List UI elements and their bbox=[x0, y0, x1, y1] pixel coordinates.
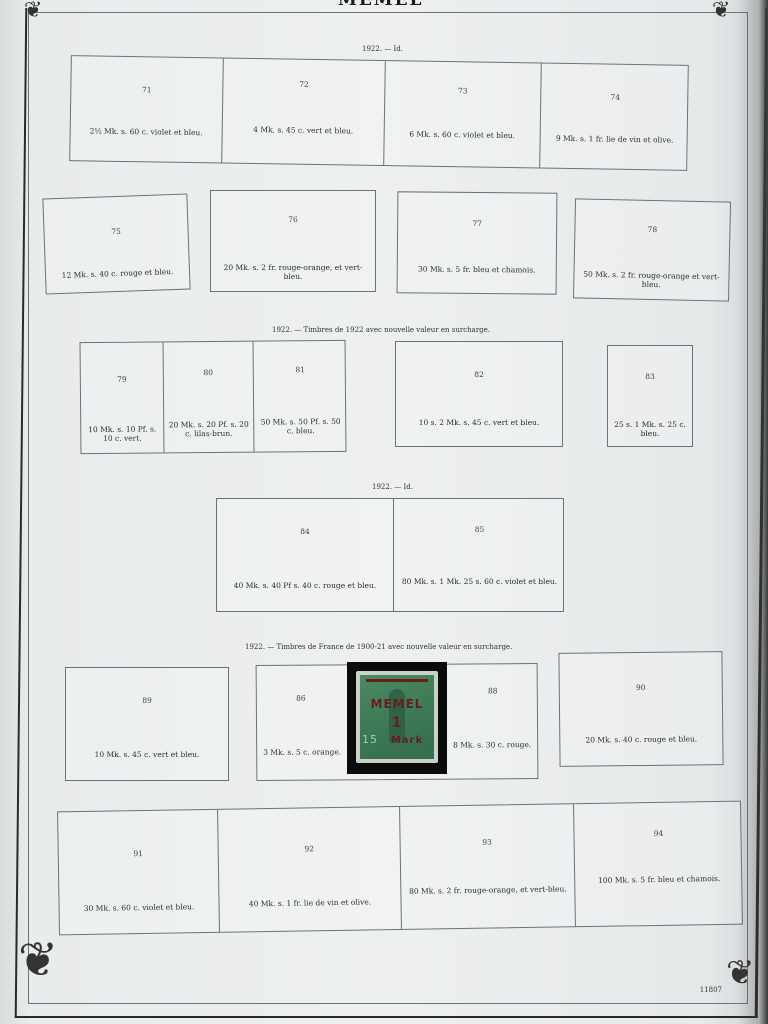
corner-ornament-bottom-right-icon: ❦ bbox=[726, 953, 755, 993]
stamp-space: 77 30 Mk. s. 5 fr. bleu et chamois. bbox=[396, 191, 558, 295]
section-header: 1922. — Id. bbox=[362, 45, 403, 53]
stamp-space: 75 12 Mk. s. 40 c. rouge et bleu. bbox=[42, 193, 191, 295]
catalog-number: 86 bbox=[296, 693, 306, 703]
sower-figure-icon bbox=[389, 689, 405, 743]
section-header: 1922. — Id. bbox=[372, 483, 413, 491]
stamp-description: 50 Mk. s. 2 fr. rouge-orange et vert-ble… bbox=[583, 269, 720, 290]
catalog-number: 80 bbox=[203, 367, 214, 378]
stamp-description: 20 Mk. s. 20 Pf. s. 20 c. lilas-brun. bbox=[168, 419, 249, 439]
stamp-space: 82 10 s. 2 Mk. s. 45 c. vert et bleu. bbox=[395, 341, 563, 447]
catalog-number: 82 bbox=[474, 370, 484, 379]
stamp-description: 25 s. 1 Mk. s. 25 c. bleu. bbox=[614, 420, 686, 438]
stamp-space: 71 2½ Mk. s. 60 c. violet et bleu. bbox=[70, 56, 224, 163]
catalog-number: 79 bbox=[117, 374, 127, 384]
stamp-description: 12 Mk. s. 40 c. rouge et bleu. bbox=[61, 267, 174, 280]
stamp-description: 20 Mk. s. 2 fr. rouge-orange, et vert-bl… bbox=[223, 263, 363, 281]
stamp-description: 9 Mk. s. 1 fr. lie de vin et olive. bbox=[555, 133, 674, 145]
stamp-description: 80 Mk. s. 1 Mk. 25 s. 60 c. violet et bl… bbox=[401, 577, 558, 586]
stamp-space: 84 40 Mk. s. 40 Pf s. 40 c. rouge et ble… bbox=[217, 499, 394, 611]
stamp-space: 73 6 Mk. s. 60 c. violet et bleu. bbox=[384, 61, 542, 168]
stamp-description: 10 s. 2 Mk. s. 45 c. vert et bleu. bbox=[418, 418, 540, 427]
stamp-description: 10 Mk. s. 10 Pf. s. 10 c. vert. bbox=[88, 424, 157, 443]
corner-ornament-top-right-icon: ❦ bbox=[712, 0, 731, 23]
catalog-number: 89 bbox=[142, 696, 152, 705]
catalog-number: 76 bbox=[288, 215, 298, 224]
stamp-description: 4 Mk. s. 45 c. vert et bleu. bbox=[253, 125, 354, 136]
stamp-space: 94 100 Mk. s. 5 fr. bleu et chamois. bbox=[574, 802, 744, 927]
stamp-strip: 79 10 Mk. s. 10 Pf. s. 10 c. vert. 80 20… bbox=[79, 339, 348, 455]
stamp-design: MEMEL 1 Mark 15 bbox=[360, 675, 434, 759]
catalog-number: 74 bbox=[610, 92, 621, 102]
stamp-space: 89 10 Mk. s. 45 c. vert et bleu. bbox=[65, 667, 229, 781]
overprint-value: 1 bbox=[391, 715, 403, 731]
stamp-space: 81 50 Mk. s. 50 Pf. s. 50 c. bleu. bbox=[254, 341, 348, 452]
stamp-strip: 71 2½ Mk. s. 60 c. violet et bleu. 72 4 … bbox=[69, 55, 689, 171]
stamp-space: 78 50 Mk. s. 2 fr. rouge-orange et vert-… bbox=[572, 198, 732, 302]
stamp-face-value: 15 bbox=[362, 733, 378, 746]
catalog-number: 81 bbox=[295, 365, 306, 375]
catalog-number: 77 bbox=[472, 218, 482, 229]
catalog-number: 84 bbox=[300, 527, 310, 536]
stamp-space: 85 80 Mk. s. 1 Mk. 25 s. 60 c. violet et… bbox=[394, 499, 565, 611]
section-header: 1922. — Timbres de France de 1900-21 ave… bbox=[245, 643, 513, 651]
corner-ornament-bottom-left-icon: ❦ bbox=[18, 932, 59, 988]
catalog-number: 92 bbox=[304, 844, 315, 854]
stamp-description: 100 Mk. s. 5 fr. bleu et chamois. bbox=[598, 873, 721, 885]
overprint-unit: Mark bbox=[390, 735, 424, 746]
stamp-space: 83 25 s. 1 Mk. s. 25 c. bleu. bbox=[607, 345, 693, 447]
catalog-number: 78 bbox=[647, 224, 658, 235]
catalog-number: 93 bbox=[482, 837, 492, 847]
catalog-number: 83 bbox=[645, 372, 655, 381]
stamp-description: 40 Mk. s. 40 Pf s. 40 c. rouge et bleu. bbox=[233, 581, 377, 590]
catalog-number: 85 bbox=[474, 525, 485, 534]
stamp-space: 93 80 Mk. s. 2 fr. rouge-orange, et vert… bbox=[400, 804, 576, 929]
stamp-space: 79 10 Mk. s. 10 Pf. s. 10 c. vert. bbox=[80, 342, 165, 454]
stamp-description: 3 Mk. s. 5 c. orange. bbox=[263, 747, 342, 757]
stamp-description: 80 Mk. s. 2 fr. rouge-orange, et vert-bl… bbox=[408, 884, 567, 896]
stamp-description: 50 Mk. s. 50 Pf. s. 50 c. bleu. bbox=[260, 416, 341, 436]
catalog-number: 75 bbox=[111, 226, 121, 237]
catalog-number: 88 bbox=[487, 686, 498, 696]
stamp-description: 30 Mk. s. 5 fr. bleu et chamois. bbox=[417, 264, 536, 275]
stamp-description: 8 Mk. s. 30 c. rouge. bbox=[453, 740, 532, 750]
overprint-bar bbox=[366, 679, 428, 682]
stamp-strip: 91 30 Mk. s. 60 c. violet et bleu. 92 40… bbox=[57, 800, 744, 936]
stamp-description: 40 Mk. s. 1 fr. lie de vin et olive. bbox=[248, 897, 372, 909]
page-number: 11807 bbox=[699, 986, 722, 994]
stamp-description: 10 Mk. s. 45 c. vert et bleu. bbox=[94, 750, 200, 759]
corner-ornament-top-left-icon: ❦ bbox=[24, 0, 43, 23]
stamp-description: 20 Mk. s. 40 c. rouge et bleu. bbox=[585, 734, 698, 745]
stamp-space: 92 40 Mk. s. 1 fr. lie de vin et olive. bbox=[218, 806, 402, 932]
stamp-space: 72 4 Mk. s. 45 c. vert et bleu. bbox=[222, 58, 386, 166]
overprint-text: MEMEL bbox=[370, 697, 424, 711]
catalog-number: 94 bbox=[653, 828, 664, 839]
stamp-description: 6 Mk. s. 60 c. violet et bleu. bbox=[409, 129, 516, 141]
stamp-space: 90 20 Mk. s. 40 c. rouge et bleu. bbox=[558, 651, 724, 767]
catalog-number: 91 bbox=[133, 849, 144, 859]
stamp-strip: 84 40 Mk. s. 40 Pf s. 40 c. rouge et ble… bbox=[216, 498, 564, 612]
stamp-space: 76 20 Mk. s. 2 fr. rouge-orange, et vert… bbox=[210, 190, 376, 292]
stamp-description: 2½ Mk. s. 60 c. violet et bleu. bbox=[89, 126, 203, 138]
catalog-number: 71 bbox=[141, 85, 152, 95]
mounted-stamp: MEMEL 1 Mark 15 bbox=[347, 662, 447, 774]
catalog-number: 73 bbox=[458, 86, 468, 96]
catalog-number: 72 bbox=[299, 79, 309, 89]
country-title: MEMEL bbox=[338, 0, 424, 10]
stamp-description: 30 Mk. s. 60 c. violet et bleu. bbox=[83, 902, 195, 913]
stamp-space: 91 30 Mk. s. 60 c. violet et bleu. bbox=[58, 809, 220, 935]
catalog-number: 90 bbox=[635, 682, 646, 693]
stamp-space: 80 20 Mk. s. 20 Pf. s. 20 c. lilas-brun. bbox=[163, 341, 255, 453]
stamp-space: 74 9 Mk. s. 1 fr. lie de vin et olive. bbox=[540, 64, 690, 170]
section-header: 1922. — Timbres de 1922 avec nouvelle va… bbox=[272, 326, 491, 334]
